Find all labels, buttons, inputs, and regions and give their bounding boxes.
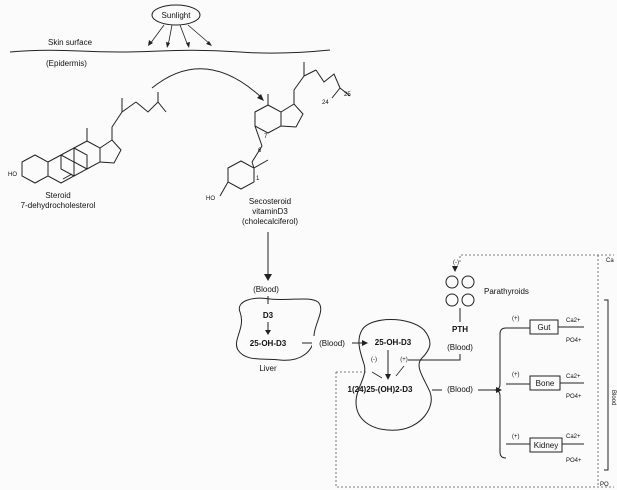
feedback-bottom-line	[335, 372, 614, 488]
plus-kidney-label: (+)	[400, 357, 408, 363]
blood-label-2: (Blood)	[319, 339, 345, 348]
ca-kidney-label: Ca2+	[566, 434, 581, 440]
kidney-target-label: Kidney	[534, 441, 558, 450]
po-gut-label: PO4+	[566, 338, 582, 344]
secosteroid-label: Secosteroid	[249, 197, 291, 206]
plus-arrow	[395, 365, 405, 377]
arrowhead-d3-oh	[265, 330, 271, 335]
pth-label: PTH	[452, 325, 468, 334]
cholecalciferol-label: (cholecalciferol)	[242, 217, 298, 226]
d3-label: D3	[263, 311, 274, 320]
minus-pth-label: (-)	[453, 260, 459, 266]
oh-d3-kidney-label: 25-OH-D3	[375, 338, 412, 347]
ca-bone-label: Ca2+	[566, 374, 581, 380]
feedback-top-line	[459, 254, 614, 262]
liver-label: Liver	[259, 364, 277, 373]
po-bone-label: PO4+	[566, 394, 582, 400]
parathyroids-label: Parathyroids	[484, 287, 529, 296]
plus-bone-label: (+)	[512, 372, 520, 378]
dehydrocholesterol-structure	[21, 92, 167, 184]
blood-right-bracket	[604, 299, 609, 471]
kidney-shape	[355, 319, 432, 431]
oh2-d3-label: 1(24)25-(OH)2-D3	[348, 385, 413, 394]
c1-label: 1	[256, 176, 260, 182]
arrowhead-kidney-down	[385, 374, 391, 380]
minus-arrow	[371, 371, 383, 379]
conversion-arrow	[151, 68, 263, 99]
targets-bracket	[493, 327, 507, 459]
vitamin-d3-structure	[219, 62, 351, 197]
sunlight-label: Sunlight	[162, 11, 192, 20]
minus-kidney-label: (-)	[371, 357, 377, 363]
ho-right-label: HO	[206, 196, 215, 202]
c6-label: 6	[258, 148, 262, 154]
arrowhead-liver-kidney	[362, 340, 368, 346]
blood-label-1: (Blood)	[253, 285, 279, 294]
ho-left-label: HO	[8, 172, 17, 178]
blood-right-label: Blood	[610, 390, 616, 405]
steroid-label: Steroid	[45, 191, 70, 200]
gut-label: Gut	[538, 323, 552, 332]
blood-label-3: (Blood)	[447, 385, 473, 394]
blood-label-4: (Blood)	[447, 343, 473, 352]
parathyroid-gland-1	[445, 275, 459, 289]
parathyroid-gland-3	[445, 293, 459, 307]
oh-d3-liver-label: 25-OH-D3	[250, 339, 287, 348]
parathyroid-gland-2	[461, 275, 475, 289]
liver-shape	[236, 297, 322, 361]
pth-to-kidney-line	[408, 354, 461, 361]
skin-surface-line	[9, 49, 331, 54]
plus-kidney2-label: (+)	[512, 434, 520, 440]
sunlight-rays	[148, 24, 212, 48]
dehydrocholesterol-label: 7-dehydrocholesterol	[21, 201, 96, 210]
blood-label-2-bg	[312, 336, 352, 348]
vitamin-d3-label: vitaminD3	[252, 207, 288, 216]
conversion-arrowhead	[257, 94, 264, 101]
epidermis-label: (Epidermis)	[46, 59, 87, 68]
sunlight-ellipse	[151, 4, 201, 26]
arrowhead-pth-inhibit	[452, 266, 458, 272]
ca-gut-label: Ca2+	[566, 318, 581, 324]
blood-label-3-bg	[442, 383, 478, 395]
ca-top-label: Ca	[606, 258, 614, 264]
kidney-box	[529, 437, 563, 453]
po-bottom-label: PO	[600, 482, 609, 488]
bone-label: Bone	[536, 379, 555, 388]
c25-label: 25	[344, 92, 351, 98]
arrowhead-targets	[496, 387, 502, 393]
c24-label: 24	[322, 100, 329, 106]
arrowhead-blood-1	[264, 274, 272, 281]
skin-surface-label: Skin surface	[48, 38, 93, 47]
c7-label: 7	[264, 134, 268, 140]
parathyroid-gland-4	[461, 293, 475, 307]
plus-gut-label: (+)	[512, 316, 520, 322]
po-kidney-label: PO4+	[566, 458, 582, 464]
